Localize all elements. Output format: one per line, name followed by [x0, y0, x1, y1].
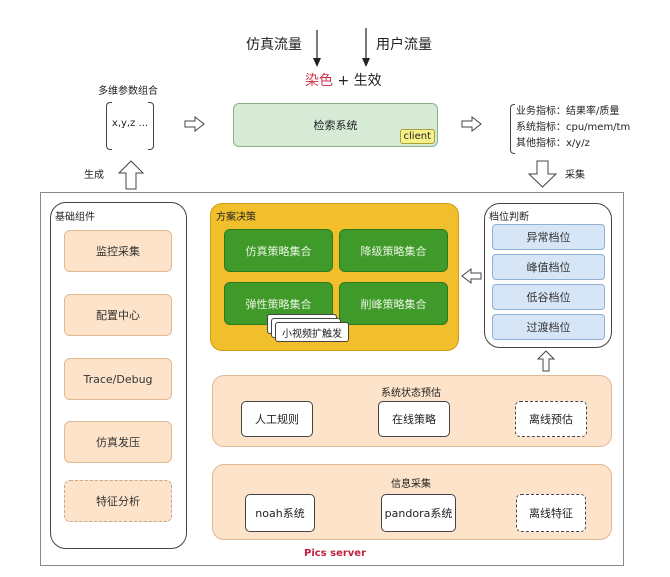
level-item: 峰值档位: [492, 254, 605, 280]
dye-text: 染色: [305, 73, 333, 89]
level-item: 过渡档位: [492, 314, 605, 340]
pics-server-box: [40, 192, 624, 566]
info-collect-item-dashed: 离线特征: [516, 494, 586, 532]
metric-item: 业务指标：结果率/质量: [516, 106, 620, 117]
right-brace-icon: [148, 102, 154, 150]
effect-text: 生效: [353, 73, 382, 89]
strategy-item: 降级策略集合: [339, 229, 448, 272]
collect-label: 采集: [565, 170, 585, 181]
trigger-card: 小视频扩触发: [275, 322, 349, 342]
strategy-item: 仿真策略集合: [224, 229, 333, 272]
strategy-item: 削峰策略集合: [339, 282, 448, 325]
base-component-item: 仿真发压: [64, 421, 172, 463]
level-item: 异常档位: [492, 224, 605, 250]
up-hollow-arrow-icon: [536, 350, 556, 372]
metric-item: 系统指标：cpu/mem/tm: [516, 122, 631, 133]
info-collect-item: noah系统: [245, 494, 315, 532]
right-hollow-arrow-icon: [461, 115, 482, 133]
params-title: 多维参数组合: [98, 86, 158, 97]
down-arrow-icon: [362, 28, 370, 67]
base-component-item: Trace/Debug: [64, 358, 172, 400]
decision-title: 方案决策: [216, 212, 256, 223]
base-components-title: 基础组件: [55, 212, 95, 223]
level-title: 档位判断: [489, 212, 529, 223]
left-brace-icon: [106, 102, 112, 150]
pics-server-label: Pics server: [304, 548, 367, 559]
sim-traffic-label: 仿真流量: [246, 37, 302, 53]
plus-text: +: [333, 73, 354, 89]
params-value: x,y,z ...: [111, 118, 149, 129]
left-hollow-arrow-icon: [461, 267, 482, 285]
state-estimate-title: 系统状态预估: [381, 388, 441, 399]
search-system-box: 检索系统 client: [233, 103, 438, 147]
state-estimate-item: 人工规则: [241, 401, 313, 437]
up-hollow-arrow-icon: [117, 160, 145, 190]
generate-label: 生成: [84, 170, 104, 181]
base-component-item-dashed: 特征分析: [64, 480, 172, 522]
level-item: 低谷档位: [492, 284, 605, 310]
dye-effect-label: 染色 + 生效: [305, 70, 382, 90]
user-traffic-label: 用户流量: [376, 37, 432, 53]
state-estimate-item-dashed: 离线预估: [515, 401, 587, 437]
down-arrow-icon: [313, 30, 321, 67]
search-system-label: 检索系统: [313, 119, 358, 132]
client-badge: client: [399, 129, 435, 144]
metrics-brace-icon: [510, 104, 515, 154]
metric-item: 其他指标：x/y/z: [516, 138, 590, 149]
right-hollow-arrow-icon: [184, 115, 205, 133]
info-collect-item: pandora系统: [381, 494, 456, 532]
down-hollow-arrow-icon: [527, 160, 558, 188]
base-component-item: 配置中心: [64, 294, 172, 336]
base-component-item: 监控采集: [64, 230, 172, 272]
metrics-list: 业务指标：结果率/质量 系统指标：cpu/mem/tm 其他指标：x/y/z: [516, 104, 630, 152]
state-estimate-item: 在线策略: [378, 401, 450, 437]
info-collect-title: 信息采集: [391, 479, 431, 490]
